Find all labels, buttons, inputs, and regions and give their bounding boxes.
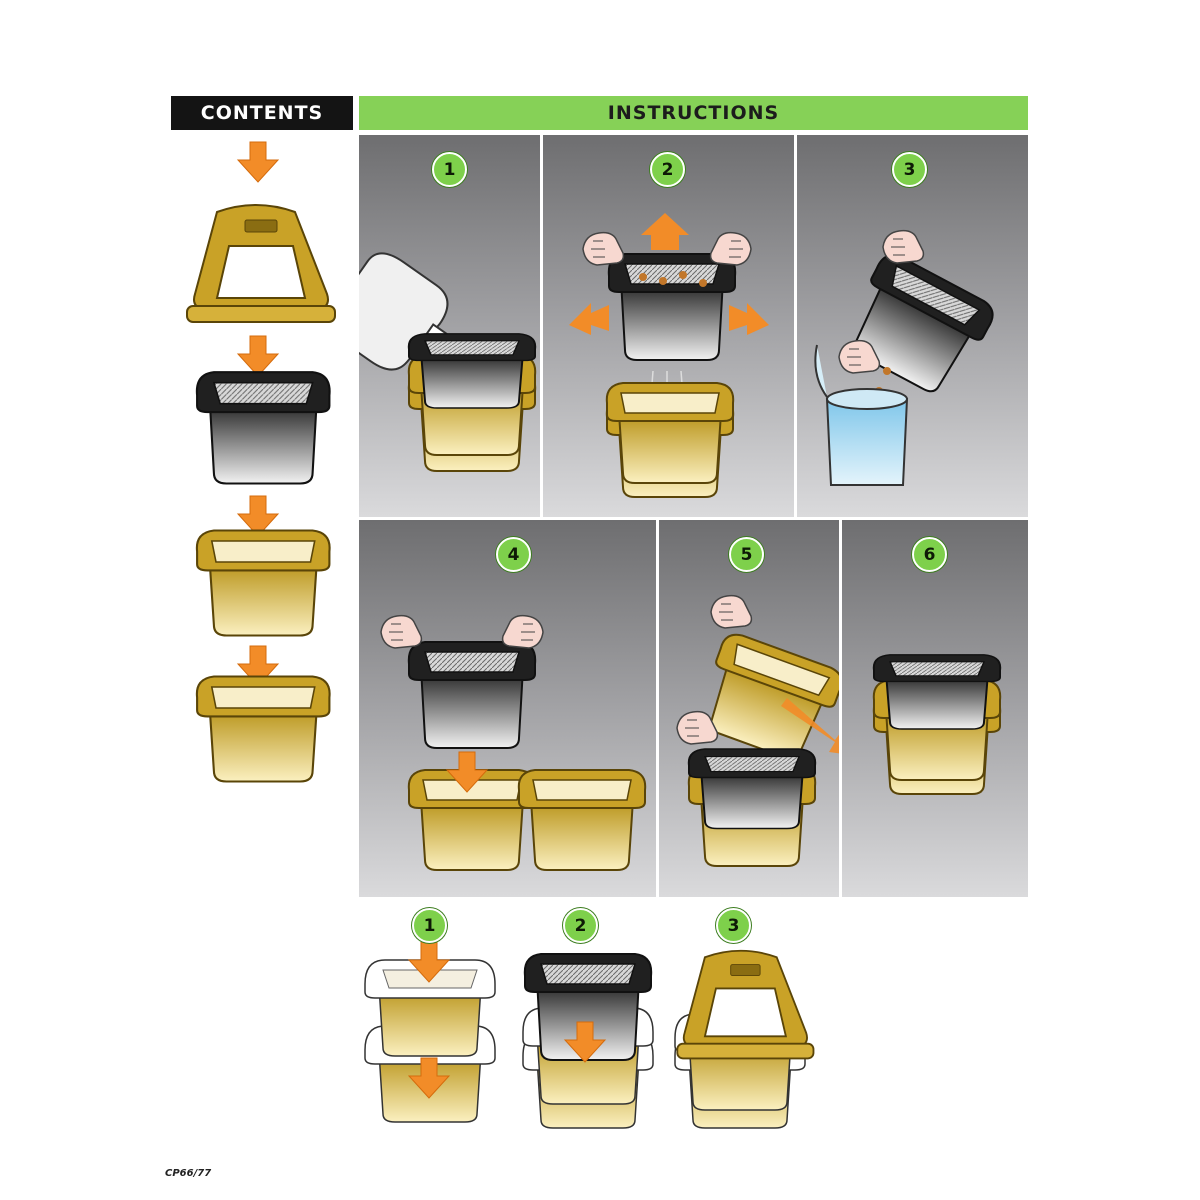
panel-2-illustration (569, 213, 769, 498)
hand-icon (501, 614, 544, 649)
instructions-header-label: INSTRUCTIONS (607, 102, 780, 124)
hood-icon (676, 949, 815, 1060)
arrow-right-icon (781, 698, 839, 754)
contents-header: CONTENTS (171, 96, 353, 130)
product-code: CP66/77 (165, 1168, 212, 1179)
panel-3-illustration (814, 229, 1000, 486)
instruction-panel-2: 2 (543, 135, 794, 517)
hand-icon (882, 229, 925, 264)
arrow-up-icon (641, 213, 689, 250)
step-number: 4 (507, 544, 520, 565)
instruction-panel-5: 5 (659, 520, 839, 897)
tilted-tray-icon (692, 629, 839, 769)
assembly-badge-1: 1 (412, 908, 447, 943)
step-number: 6 (923, 544, 936, 565)
trash-can-icon (814, 344, 909, 486)
step-number: 1 (443, 159, 456, 180)
hood-icon (186, 204, 336, 323)
step-badge-5: 5 (729, 537, 764, 572)
assembly-section: 1 2 3 (359, 900, 839, 1160)
hand-icon (710, 594, 753, 629)
step-number: 2 (574, 915, 587, 936)
panel-5-illustration (676, 594, 839, 867)
panel-6-illustration (872, 653, 1002, 795)
panel-1-illustration (359, 252, 537, 472)
step-badge-2: 2 (650, 152, 685, 187)
arrow-right-icon (729, 303, 769, 335)
assembly-badge-3: 3 (716, 908, 751, 943)
contents-arrow-icon (237, 141, 279, 183)
tilted-tray-icon (835, 248, 1000, 404)
step-number: 2 (661, 159, 674, 180)
step-number: 1 (423, 915, 436, 936)
step-number: 3 (903, 159, 916, 180)
panel-4-illustration (380, 614, 647, 871)
hand-icon (676, 710, 719, 745)
hand-icon (709, 231, 752, 266)
hand-icon (582, 231, 625, 266)
litter-tray-icon (195, 529, 331, 637)
instruction-panel-1: 1 (359, 135, 540, 517)
sifting-tray-icon (195, 371, 331, 485)
contents-header-label: CONTENTS (200, 102, 324, 124)
instruction-panel-6: 6 (842, 520, 1028, 897)
step-number: 5 (740, 544, 753, 565)
step-badge-4: 4 (496, 537, 531, 572)
step-number: 3 (727, 915, 740, 936)
contents-arrow-icon (237, 335, 279, 377)
hand-icon (380, 614, 423, 649)
arrow-left-icon (569, 303, 609, 335)
step-badge-3: 3 (892, 152, 927, 187)
instruction-panel-4: 4 (359, 520, 656, 897)
step-badge-1: 1 (432, 152, 467, 187)
assembly-badge-2: 2 (563, 908, 598, 943)
instructions-header: INSTRUCTIONS (359, 96, 1028, 130)
instruction-panel-3: 3 (797, 135, 1028, 517)
litter-tray-icon (195, 675, 331, 783)
contents-illustration (186, 141, 336, 783)
step-badge-6: 6 (912, 537, 947, 572)
